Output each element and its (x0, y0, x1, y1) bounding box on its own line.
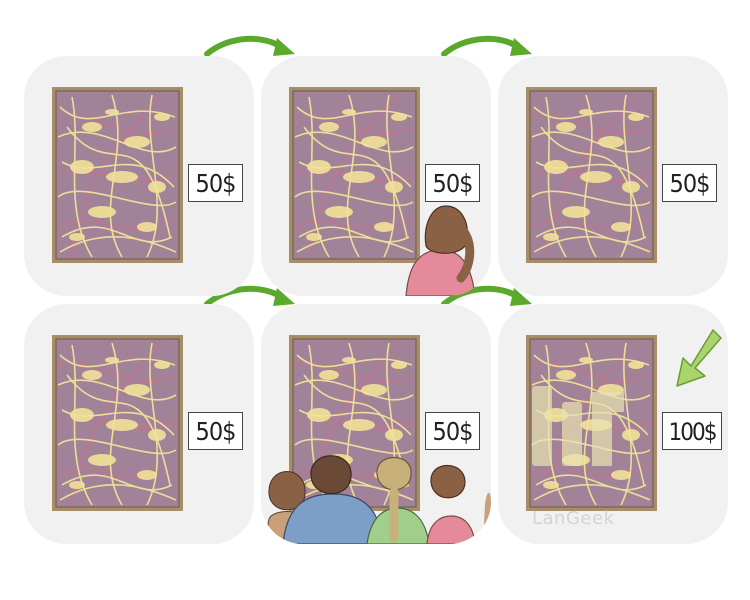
panel-6: 100$ (498, 304, 728, 544)
price-tag: 50$ (425, 412, 480, 450)
down-arrow-icon (676, 329, 722, 387)
single-viewer-figure (405, 205, 476, 296)
watermark-text: LanGeek (532, 508, 615, 529)
price-tag: 50$ (662, 164, 717, 202)
price-tag: 50$ (425, 164, 480, 202)
abstract-painting (52, 87, 183, 263)
price-tag: 50$ (188, 412, 243, 450)
abstract-painting (526, 87, 657, 263)
panel-4: 50$ (24, 304, 254, 544)
panel-3: 50$ (498, 56, 728, 296)
price-tag: 50$ (188, 164, 243, 202)
price-tag-increased: 100$ (662, 412, 722, 450)
crowd-of-viewers (264, 455, 491, 544)
panel-5: 50$ (261, 304, 491, 544)
abstract-painting (52, 335, 183, 511)
panel-2: 50$ (261, 56, 491, 296)
watermark-logo-icon (532, 386, 624, 466)
panel-1: 50$ (24, 56, 254, 296)
